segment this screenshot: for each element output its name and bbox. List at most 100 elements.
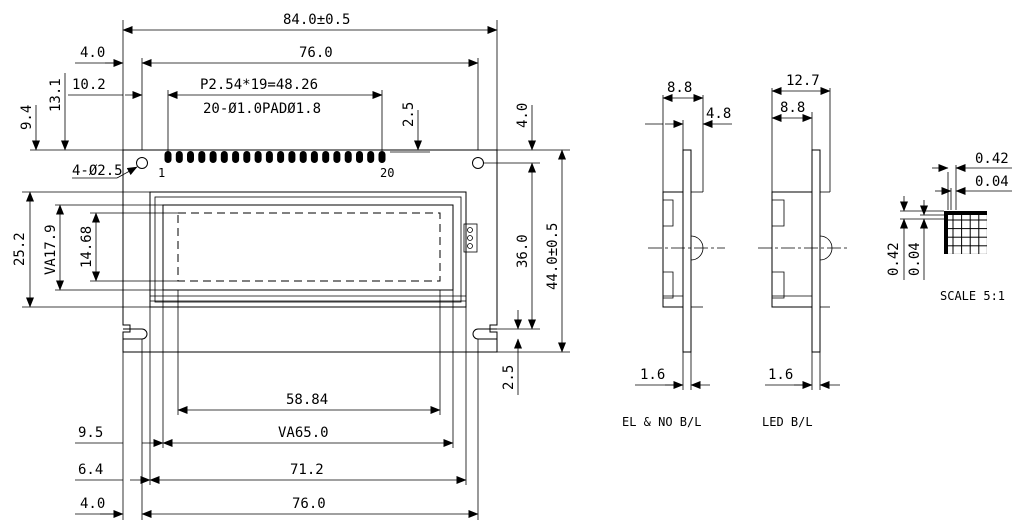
- pixel-dot: [953, 229, 962, 237]
- pad-13: [299, 151, 307, 163]
- pin-20-label: 20: [380, 166, 394, 180]
- pad-6: [220, 151, 228, 163]
- pixel-dot: [953, 220, 962, 229]
- pixel-dot: [962, 229, 970, 237]
- dim-top-pcb-width: 76.0: [299, 45, 333, 61]
- leader: [116, 166, 138, 179]
- pixel-dot: [953, 215, 962, 220]
- pad-10: [265, 151, 273, 163]
- pixel-dot: [962, 220, 970, 229]
- dim-pad-height: 2.5: [401, 102, 417, 127]
- pad-16: [333, 151, 341, 163]
- pad-7: [232, 151, 240, 163]
- dim-mount-holes: 4-Ø2.5: [72, 163, 123, 179]
- detail-pixel-w: 0.42: [975, 151, 1009, 167]
- pixel-dot: [962, 246, 970, 254]
- active-area: [177, 212, 441, 282]
- bottom-slot-left: [123, 328, 148, 340]
- dim-aa-width: 58.84: [286, 392, 328, 408]
- pixel-dot: [979, 229, 987, 237]
- pixel-dot: [970, 220, 979, 229]
- dim-va-height: VA17.9: [43, 224, 59, 275]
- dim-va-width: VA65.0: [278, 425, 329, 441]
- dim-pad-pitch: P2.54*19=48.26: [200, 77, 318, 93]
- pixel-dot: [953, 246, 962, 254]
- pad-5: [209, 151, 217, 163]
- pad-4: [198, 151, 206, 163]
- pad-15: [322, 151, 330, 163]
- dim-bezel-height: 25.2: [12, 232, 28, 266]
- pixel-dot: [979, 246, 987, 254]
- pixel-dot: [979, 220, 987, 229]
- el-caption: EL & NO B/L: [622, 415, 701, 429]
- pad-8: [243, 151, 251, 163]
- pcb-outline: [122, 149, 498, 353]
- viewing-area: [162, 204, 454, 291]
- dim-bottom-edge: 2.5: [501, 365, 517, 390]
- pad-3: [187, 151, 194, 163]
- pad-row: [164, 151, 386, 163]
- dim-overall-width: 84.0±0.5: [283, 12, 350, 28]
- dim-bezel-width: 71.2: [290, 462, 324, 478]
- led-bracket-bot: [772, 271, 785, 299]
- led-dim-top2: 8.8: [780, 100, 805, 116]
- pixel-dot: [962, 215, 970, 220]
- led-caption: LED B/L: [762, 415, 813, 429]
- side-view-led: 12.7 8.8 1.6 LED B/L: [758, 73, 848, 429]
- pad-2: [175, 151, 183, 163]
- pixel-dot: [979, 215, 987, 220]
- pixel-dot: [970, 229, 979, 237]
- pixel-grid: [944, 211, 987, 254]
- pad-18: [356, 151, 363, 163]
- led-dim-top1: 12.7: [786, 73, 820, 89]
- el-bracket-bot: [663, 271, 674, 299]
- led-pcb: [811, 149, 821, 353]
- led-pad-c: [467, 243, 473, 249]
- dim-hole-edge-right: 4.0: [515, 103, 531, 128]
- el-bracket-top: [663, 199, 674, 227]
- led-pad-a: [467, 227, 473, 233]
- dim-left-9-5: 9.5: [78, 425, 103, 441]
- pad-11: [277, 151, 285, 163]
- bezel-outline: [149, 191, 467, 308]
- dim-pad-offset-y: 13.1: [48, 78, 64, 112]
- dim-bottom-pcb-width: 76.0: [292, 496, 326, 512]
- pad-17: [344, 151, 352, 163]
- bezel-inner: [154, 196, 462, 303]
- led-pad-block: [463, 223, 478, 253]
- dim-hole-pitch-v: 36.0: [515, 234, 531, 268]
- el-dim-top2: 4.8: [706, 106, 731, 122]
- pixel-dot: [962, 237, 970, 246]
- pixel-detail: 0.42 0.04 0.42 0.04 SCALE 5:1: [886, 151, 1012, 303]
- led-dim-bottom: 1.6: [768, 367, 793, 383]
- dim-pad-desc: 20-Ø1.0PADØ1.8: [203, 101, 321, 117]
- mount-hole-left: [136, 157, 148, 169]
- pad-12: [288, 151, 296, 163]
- detail-scale: SCALE 5:1: [940, 289, 1005, 303]
- pad-9: [254, 151, 262, 163]
- mount-hole-right: [472, 157, 484, 169]
- pixel-dot: [970, 246, 979, 254]
- el-dim-top1: 8.8: [667, 80, 692, 96]
- pixel-dot: [970, 237, 979, 246]
- front-view: 84.0±0.5 76.0 4.0 P2.54*19=48.26 20-Ø1.0…: [12, 12, 570, 520]
- detail-pixel-h: 0.42: [886, 242, 902, 276]
- pin-1-label: 1: [158, 166, 165, 180]
- pad-19: [367, 151, 375, 163]
- pixel-dot: [948, 215, 953, 220]
- dim-edge-4-top: 4.0: [80, 45, 105, 61]
- detail-gap-w: 0.04: [975, 174, 1009, 190]
- dim-left-6-4: 6.4: [78, 462, 103, 478]
- side-view-el: 8.8 4.8 1.6 EL & NO B/L: [622, 80, 732, 429]
- detail-gap-h: 0.04: [907, 242, 923, 276]
- pixel-dot: [979, 237, 987, 246]
- pixel-dot: [948, 220, 953, 229]
- bottom-slot-right: [472, 328, 497, 340]
- led-bracket-top: [772, 199, 785, 227]
- el-body: [662, 191, 683, 308]
- pixel-dot: [953, 237, 962, 246]
- pad-14: [310, 151, 318, 163]
- pixel-dot: [948, 237, 953, 246]
- pixel-dot: [948, 229, 953, 237]
